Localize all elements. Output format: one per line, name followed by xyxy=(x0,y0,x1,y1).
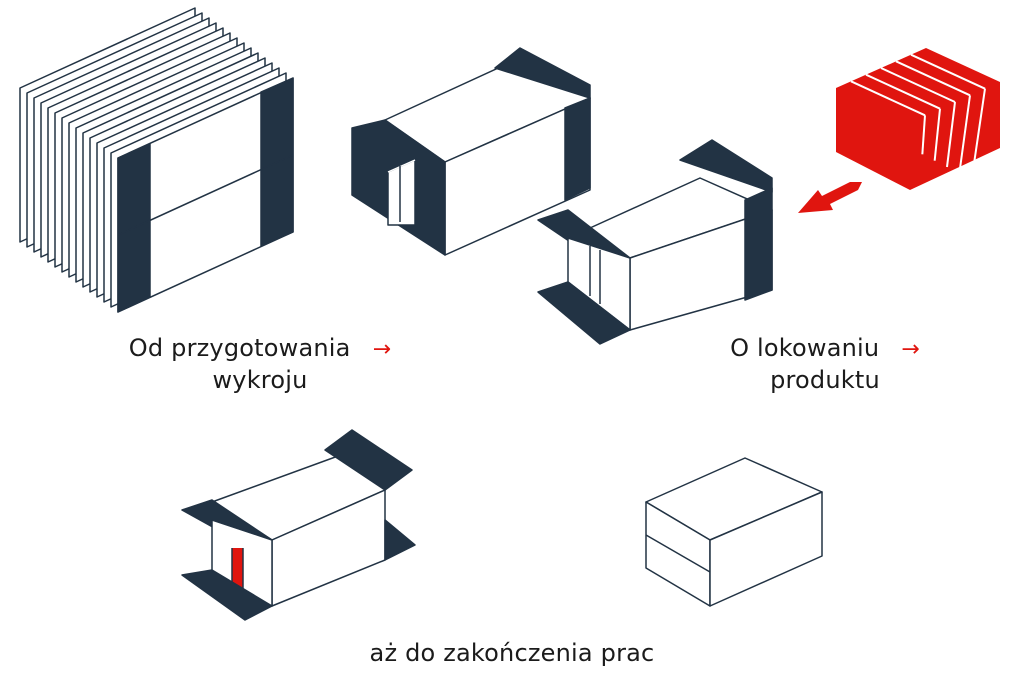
arrow-right-icon: → xyxy=(901,337,920,362)
caption-finish-text: aż do zakończenia prac xyxy=(369,639,655,667)
caption-blank-preparation: Od przygotowania → wykroju xyxy=(100,333,420,395)
caption-product-placement: O lokowaniu → produktu xyxy=(690,333,960,395)
product-division-side xyxy=(970,88,986,180)
finished-box xyxy=(645,457,823,607)
caption-line-1: O lokowaniu xyxy=(730,334,880,362)
insert-arrow-icon xyxy=(798,182,862,213)
arrow-right-icon: → xyxy=(372,337,392,362)
product-division-side xyxy=(958,95,971,174)
open-sleeve-box xyxy=(351,47,591,256)
caption-finish: aż do zakończenia prac xyxy=(300,638,724,668)
product-divisions xyxy=(850,53,986,180)
product-division-side xyxy=(921,115,926,155)
front-blank xyxy=(117,77,294,313)
product-division-top xyxy=(850,80,926,117)
caption-line-2: wykroju xyxy=(212,366,308,394)
sleeve-open-flaps xyxy=(537,139,773,345)
product-block xyxy=(836,48,1000,190)
product-division-top xyxy=(910,53,986,90)
caption-line-2: produktu xyxy=(770,366,880,394)
product-division-top xyxy=(895,60,971,97)
product-division-top xyxy=(880,67,956,103)
product-division-side xyxy=(933,108,941,161)
caption-line-1: Od przygotowania xyxy=(128,334,351,362)
blank-sheets-stack xyxy=(19,7,294,313)
product-division-side xyxy=(946,101,956,168)
product-division-top xyxy=(865,73,941,110)
sleeve-with-product xyxy=(181,429,416,621)
